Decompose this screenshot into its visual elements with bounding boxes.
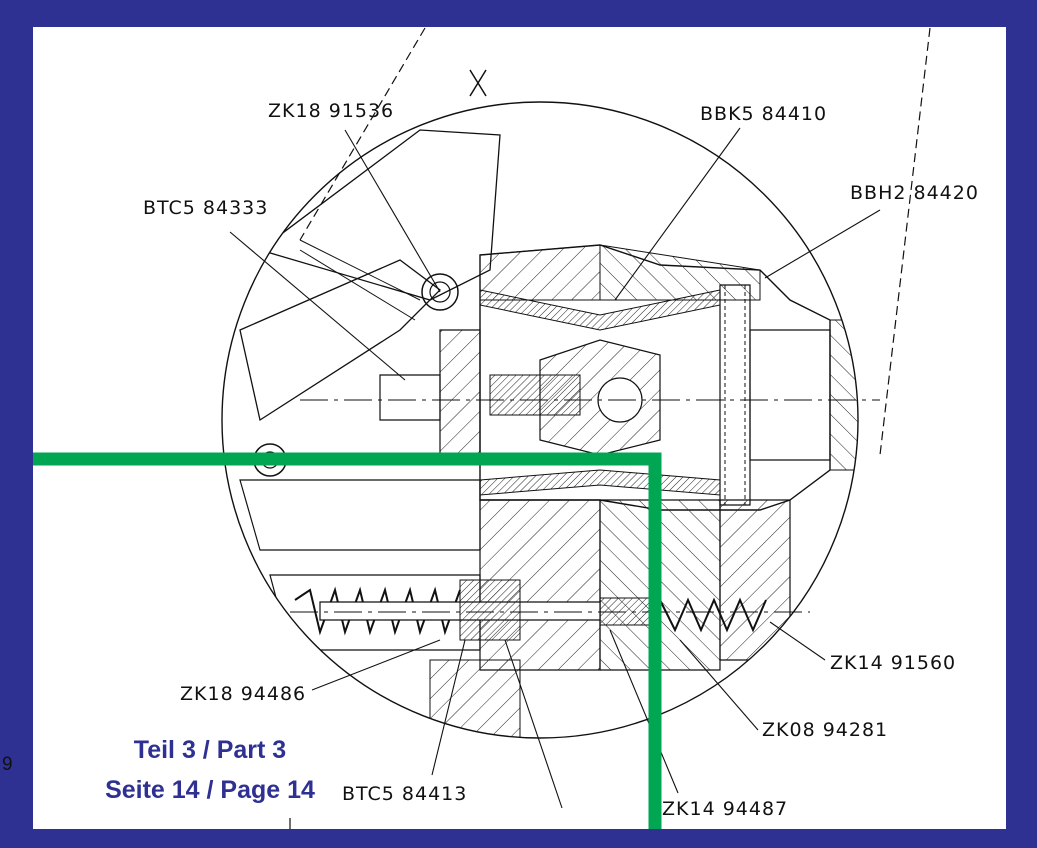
view-marker-label: X [466,66,483,88]
view-marker-x [469,69,487,97]
dashed-cone-right [879,27,931,456]
label-zk18-91536: ZK18 91536 [268,100,395,122]
label-zk14-94487: ZK14 94487 [662,798,789,820]
label-btc5-84333: BTC5 84333 [143,197,269,219]
label-zk14-91560: ZK14 91560 [830,652,957,674]
leader-lines [229,127,881,809]
dashed-cone-left [299,27,426,241]
caption-part: Teil 3 / Part 3 [133,736,287,764]
label-zk08-94281: ZK08 94281 [762,719,889,741]
caption-page: Seite 14 / Page 14 [105,776,315,804]
label-btc5-84413: BTC5 84413 [342,783,468,805]
green-highlight-line [33,452,662,829]
assembly-section [239,129,858,738]
label-zk18-94486: ZK18 94486 [180,683,307,705]
label-bbh2-84420: BBH2 84420 [850,182,979,204]
page-number-fragment: 9 [2,754,13,775]
label-bbk5-84410: BBK5 84410 [700,103,828,125]
